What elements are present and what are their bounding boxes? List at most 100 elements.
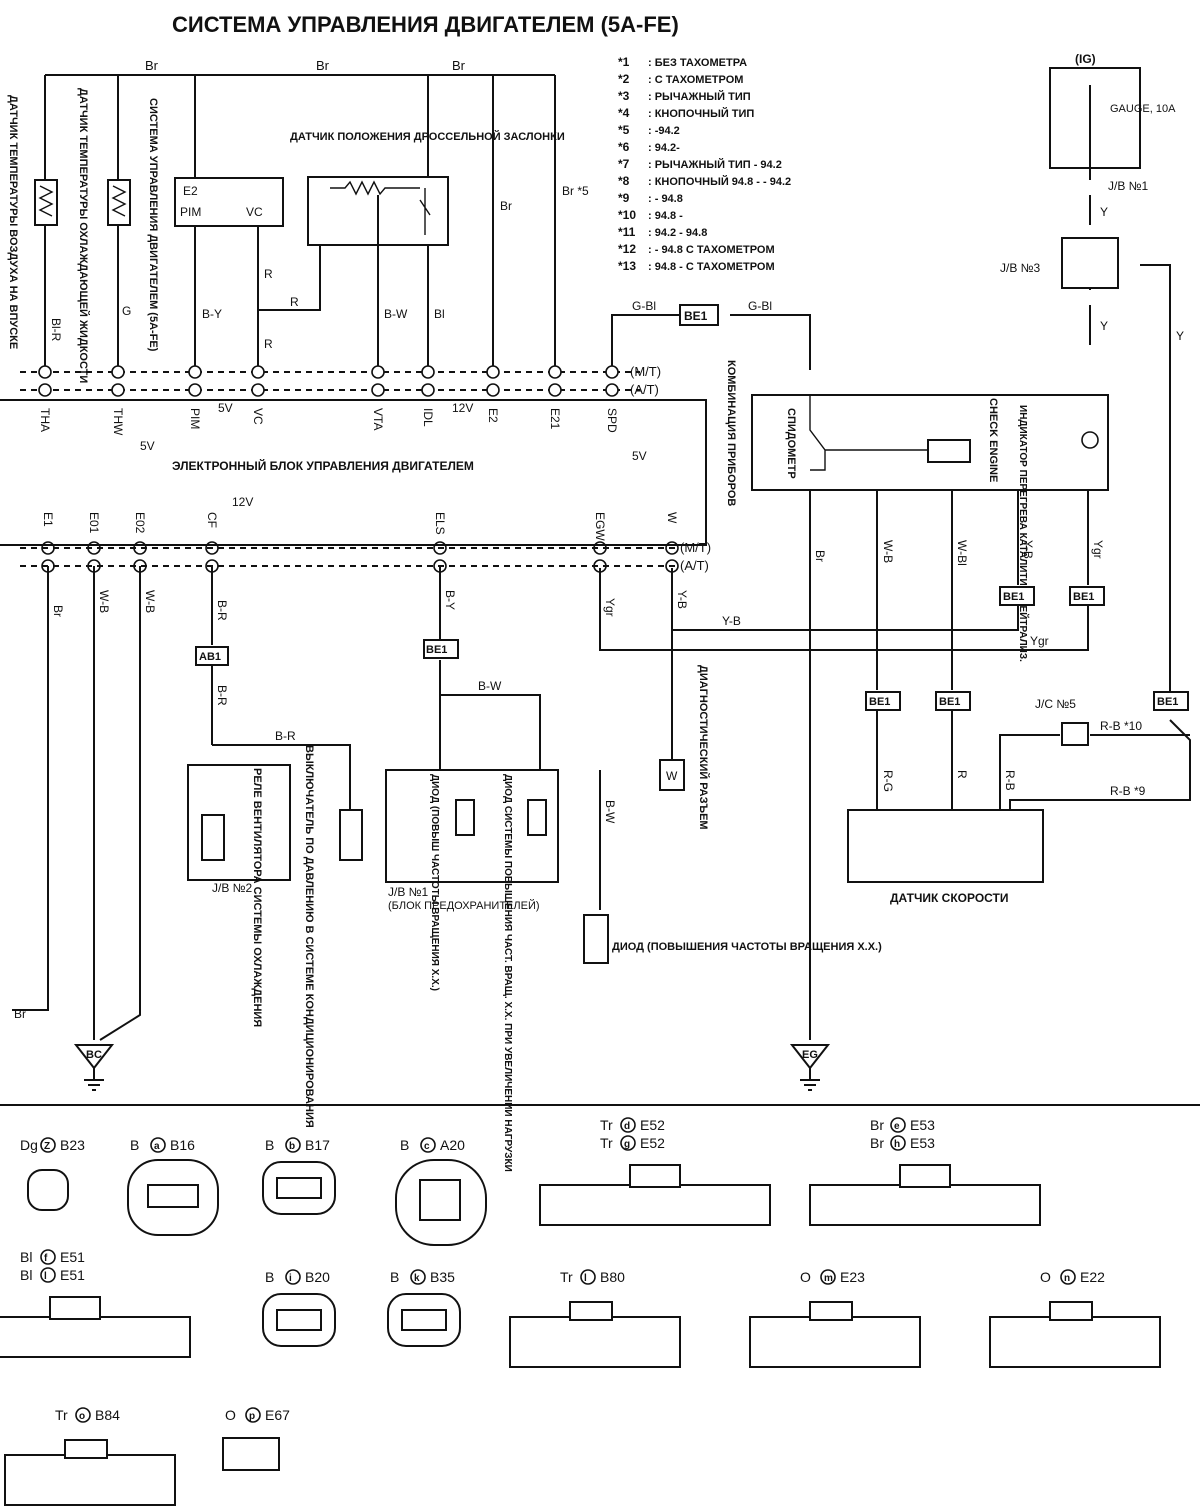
speedo-label: СПИДОМЕТР xyxy=(785,408,797,479)
connector-letter: g xyxy=(624,1139,630,1150)
jb1-diode1-label: ДИОД (ПОВЫШ ЧАСТОТЫ ВРАЩЕНИЯ Х.Х.) xyxy=(429,774,440,991)
ecu-pin-label: VTA xyxy=(371,408,385,430)
connector-letter-mark xyxy=(620,1117,636,1133)
connector-drawing xyxy=(262,1293,336,1347)
connector-code: B16 xyxy=(170,1137,195,1153)
connector-letter-mark xyxy=(890,1135,906,1151)
wire-label: Br xyxy=(813,550,827,562)
ecu-pin-top xyxy=(371,383,385,397)
connector-drawing xyxy=(539,1164,771,1226)
wire-combo-down xyxy=(809,490,1089,1040)
intake-temp-sensor xyxy=(34,179,58,226)
ecu-pin-label: IDL xyxy=(421,408,435,427)
junction-be1 xyxy=(679,304,719,326)
connector-code: E53 xyxy=(910,1117,935,1133)
connector-code: E23 xyxy=(840,1269,865,1285)
mt-label: (M/T) xyxy=(680,540,711,555)
connector-letter: p xyxy=(249,1411,255,1422)
ecu-pin-label: E21 xyxy=(548,408,562,430)
wire-label: W-B xyxy=(143,590,157,613)
wire-label: B-R xyxy=(215,600,229,621)
wire-pim xyxy=(194,226,259,370)
ecu-pin-label: W xyxy=(665,512,679,524)
at-label: (A/T) xyxy=(680,558,709,573)
connector-label: B xyxy=(400,1137,409,1153)
wire-label: Br xyxy=(14,1007,26,1021)
wire-els xyxy=(439,566,601,910)
wire-label: Y xyxy=(1100,205,1108,219)
connector-letter: l xyxy=(44,1271,47,1282)
ecu-pin-top xyxy=(548,365,562,379)
connector-code: E67 xyxy=(265,1407,290,1423)
wire-label: Br *5 xyxy=(562,184,589,198)
connector-letter-mark xyxy=(420,1137,436,1153)
connector-letter: n xyxy=(1064,1273,1070,1284)
note-text: : РЫЧАЖНЫЙ ТИП xyxy=(648,90,751,103)
wire-label: B-R xyxy=(215,685,229,706)
note-text: : РЫЧАЖНЫЙ ТИП - 94.2 xyxy=(648,158,782,171)
ecu-pin-top xyxy=(421,365,435,379)
connector-letter-mark xyxy=(285,1269,301,1285)
note-mark: *1 xyxy=(618,55,630,69)
connector-code: B23 xyxy=(60,1137,85,1153)
note-text: : 94.2- xyxy=(648,142,680,154)
connector-label: O xyxy=(1040,1269,1051,1285)
ecu-pin-label: E2 xyxy=(486,408,500,423)
wire-label: B-Y xyxy=(443,590,457,610)
ecu-pin-top xyxy=(548,383,562,397)
ground-symbol xyxy=(84,1068,104,1091)
wire-label: R xyxy=(290,295,299,309)
wire-label: R-G xyxy=(881,770,895,792)
connector-code: E52 xyxy=(640,1117,665,1133)
junction-be1 xyxy=(865,691,901,711)
connector-letter-mark xyxy=(580,1269,596,1285)
ecu-pin-top xyxy=(251,365,265,379)
wire-label: W-B xyxy=(881,540,895,563)
wire-label: Bl xyxy=(434,307,445,321)
pin-label: W xyxy=(666,769,678,783)
fuse-box xyxy=(1049,67,1141,169)
wire-label: Ygr xyxy=(1030,634,1049,648)
connector-letter-mark xyxy=(245,1407,261,1423)
note-mark: *3 xyxy=(618,89,630,103)
ecu-pin-top xyxy=(605,365,619,379)
note-mark: *7 xyxy=(618,157,630,171)
connector-letter: Z xyxy=(44,1141,50,1152)
note-mark: *12 xyxy=(618,242,636,256)
ig-label: (IG) xyxy=(1075,52,1096,66)
note-text: : КНОПОЧНЫЙ ТИП xyxy=(648,107,754,120)
ac-switch-label: ВЫКЛЮЧАТЕЛЬ ПО ДАВЛЕНИЮ В СИСТЕМЕ КОНДИЦ… xyxy=(303,745,315,1128)
connector-drawing xyxy=(989,1301,1161,1368)
note-mark: *11 xyxy=(618,225,636,239)
ecu-pin-top xyxy=(605,383,619,397)
wire-e2 xyxy=(492,75,556,370)
wire-speed xyxy=(876,710,1191,810)
connector-label: B xyxy=(130,1137,139,1153)
pin-label: E2 xyxy=(183,184,198,198)
junction-be1 xyxy=(1153,691,1189,711)
connector-letter: e xyxy=(894,1121,900,1132)
jb3-label: J/B №3 xyxy=(1000,261,1041,275)
junction-label: BE1 xyxy=(1073,591,1094,603)
ecu-pin-label: THW xyxy=(111,408,125,436)
wire-label: G-Bl xyxy=(748,299,772,313)
jc5-label: J/C №5 xyxy=(1035,697,1076,711)
jb1-diode2-label: ДИОД СИСТЕМЫ ПОВЫШЕНИЯ ЧАСТ. ВРАЩ. Х.Х. … xyxy=(502,774,513,1172)
connector-letter-mark xyxy=(40,1137,56,1153)
wire-label: R xyxy=(955,770,969,779)
connector-drawing xyxy=(395,1159,487,1246)
note-mark: *2 xyxy=(618,72,630,86)
connector-label: Bl xyxy=(20,1249,32,1265)
diode-2 xyxy=(527,799,547,836)
diagram-title: СИСТЕМА УПРАВЛЕНИЯ ДВИГАТЕЛЕМ (5A-FE) xyxy=(172,12,679,37)
wire-label: B-W xyxy=(384,307,408,321)
diag-connector xyxy=(659,759,685,791)
connector-code: E51 xyxy=(60,1249,85,1265)
voltage-label: 5V xyxy=(140,439,155,453)
wire-label: B-R xyxy=(275,729,296,743)
wire-label: Y-B xyxy=(675,590,689,609)
connector-drawing xyxy=(222,1437,280,1471)
wire-label: R-B xyxy=(1003,770,1017,791)
wire-label: Ygr xyxy=(1091,540,1105,559)
